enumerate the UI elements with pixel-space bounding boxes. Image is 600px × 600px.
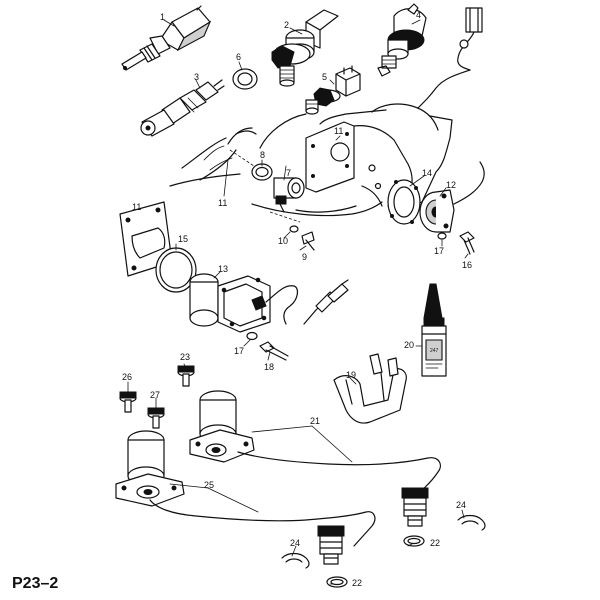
callout-22a: 22 <box>430 538 440 548</box>
callout-11c: 11 <box>132 202 141 212</box>
harness-connector-top <box>417 7 483 109</box>
callout-25: 25 <box>204 480 214 490</box>
callout-11a: 11 <box>334 126 343 136</box>
callout-17b: 17 <box>434 246 444 256</box>
part-5-switch <box>305 65 361 115</box>
part-13-solenoid-valve <box>189 273 349 333</box>
connector-lower <box>317 525 345 565</box>
part-1-switch <box>121 5 212 71</box>
callout-10: 10 <box>278 236 288 246</box>
part-19-clip <box>333 353 407 424</box>
part-18-bolt <box>259 341 289 361</box>
callout-16: 16 <box>462 260 472 270</box>
callout-24a: 24 <box>456 500 466 510</box>
part-16-bolt <box>459 231 475 255</box>
callout-27: 27 <box>150 390 160 400</box>
part-8-o-ring <box>251 163 273 181</box>
part-2-sensor <box>271 9 339 87</box>
part-23-bolt <box>177 365 195 387</box>
callout-2: 2 <box>284 20 289 30</box>
callout-12: 12 <box>446 180 456 190</box>
part-24-clip-right <box>457 514 486 531</box>
callout-23: 23 <box>180 352 190 362</box>
part-17-washer-right <box>437 232 447 240</box>
part-26-bolt <box>119 391 137 413</box>
part-22-seal-right <box>403 535 425 547</box>
part-6-washer <box>232 68 258 90</box>
leader-lines <box>127 19 469 585</box>
bottle-label: 247 <box>430 348 439 354</box>
callout-26: 26 <box>122 372 132 382</box>
part-3-sender <box>140 79 225 137</box>
callout-8: 8 <box>260 150 265 160</box>
part-21-solenoid-upper <box>189 390 441 501</box>
part-20-sealant-bottle: 247 <box>421 283 447 377</box>
part-7-sensor <box>273 177 305 213</box>
part-22-seal-lower <box>326 576 348 588</box>
callout-9: 9 <box>302 252 307 262</box>
part-14-gasket <box>387 179 421 225</box>
callout-20: 20 <box>404 340 414 350</box>
part-9-bolt <box>269 211 315 251</box>
figure-reference: P23–2 <box>12 575 58 592</box>
part-25-solenoid-lower <box>115 430 376 547</box>
part-10-washer <box>289 225 299 233</box>
callout-18: 18 <box>264 362 274 372</box>
callout-4: 4 <box>416 10 421 20</box>
callout-19: 19 <box>346 370 356 380</box>
callout-15: 15 <box>178 234 188 244</box>
part-24-clip-lower <box>281 552 310 569</box>
callout-5: 5 <box>322 72 327 82</box>
part-15-o-ring <box>155 247 197 293</box>
engine-block-outline <box>169 103 453 217</box>
callout-14: 14 <box>422 168 432 178</box>
callout-1: 1 <box>160 12 165 22</box>
part-17-washer-left <box>246 331 258 341</box>
callout-6: 6 <box>236 52 241 62</box>
callout-17a: 17 <box>234 346 244 356</box>
part-4-switch <box>377 3 427 77</box>
callout-22b: 22 <box>352 578 362 588</box>
connector-right <box>401 487 429 527</box>
callout-numbers: 1 2 3 4 5 6 7 8 9 10 11 11 11 12 13 14 1… <box>122 10 472 588</box>
callout-21: 21 <box>310 416 320 426</box>
callout-11b: 11 <box>218 198 227 208</box>
callout-3: 3 <box>194 72 199 82</box>
part-27-bolt <box>147 407 165 429</box>
callout-13: 13 <box>218 264 228 274</box>
part-12-valve <box>419 161 485 233</box>
callout-7: 7 <box>286 168 291 178</box>
callout-24b: 24 <box>290 538 300 548</box>
